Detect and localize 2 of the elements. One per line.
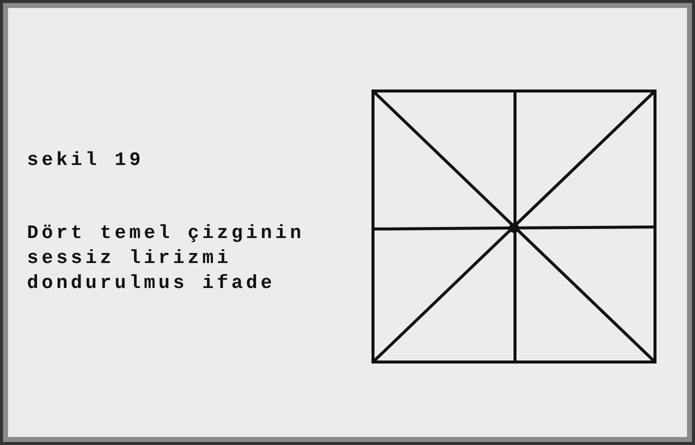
figure-description: Dört temel çizginin sessiz lirizmi dondurulmus ifade bbox=[27, 221, 306, 296]
figure-number: sekil 19 bbox=[27, 148, 145, 173]
